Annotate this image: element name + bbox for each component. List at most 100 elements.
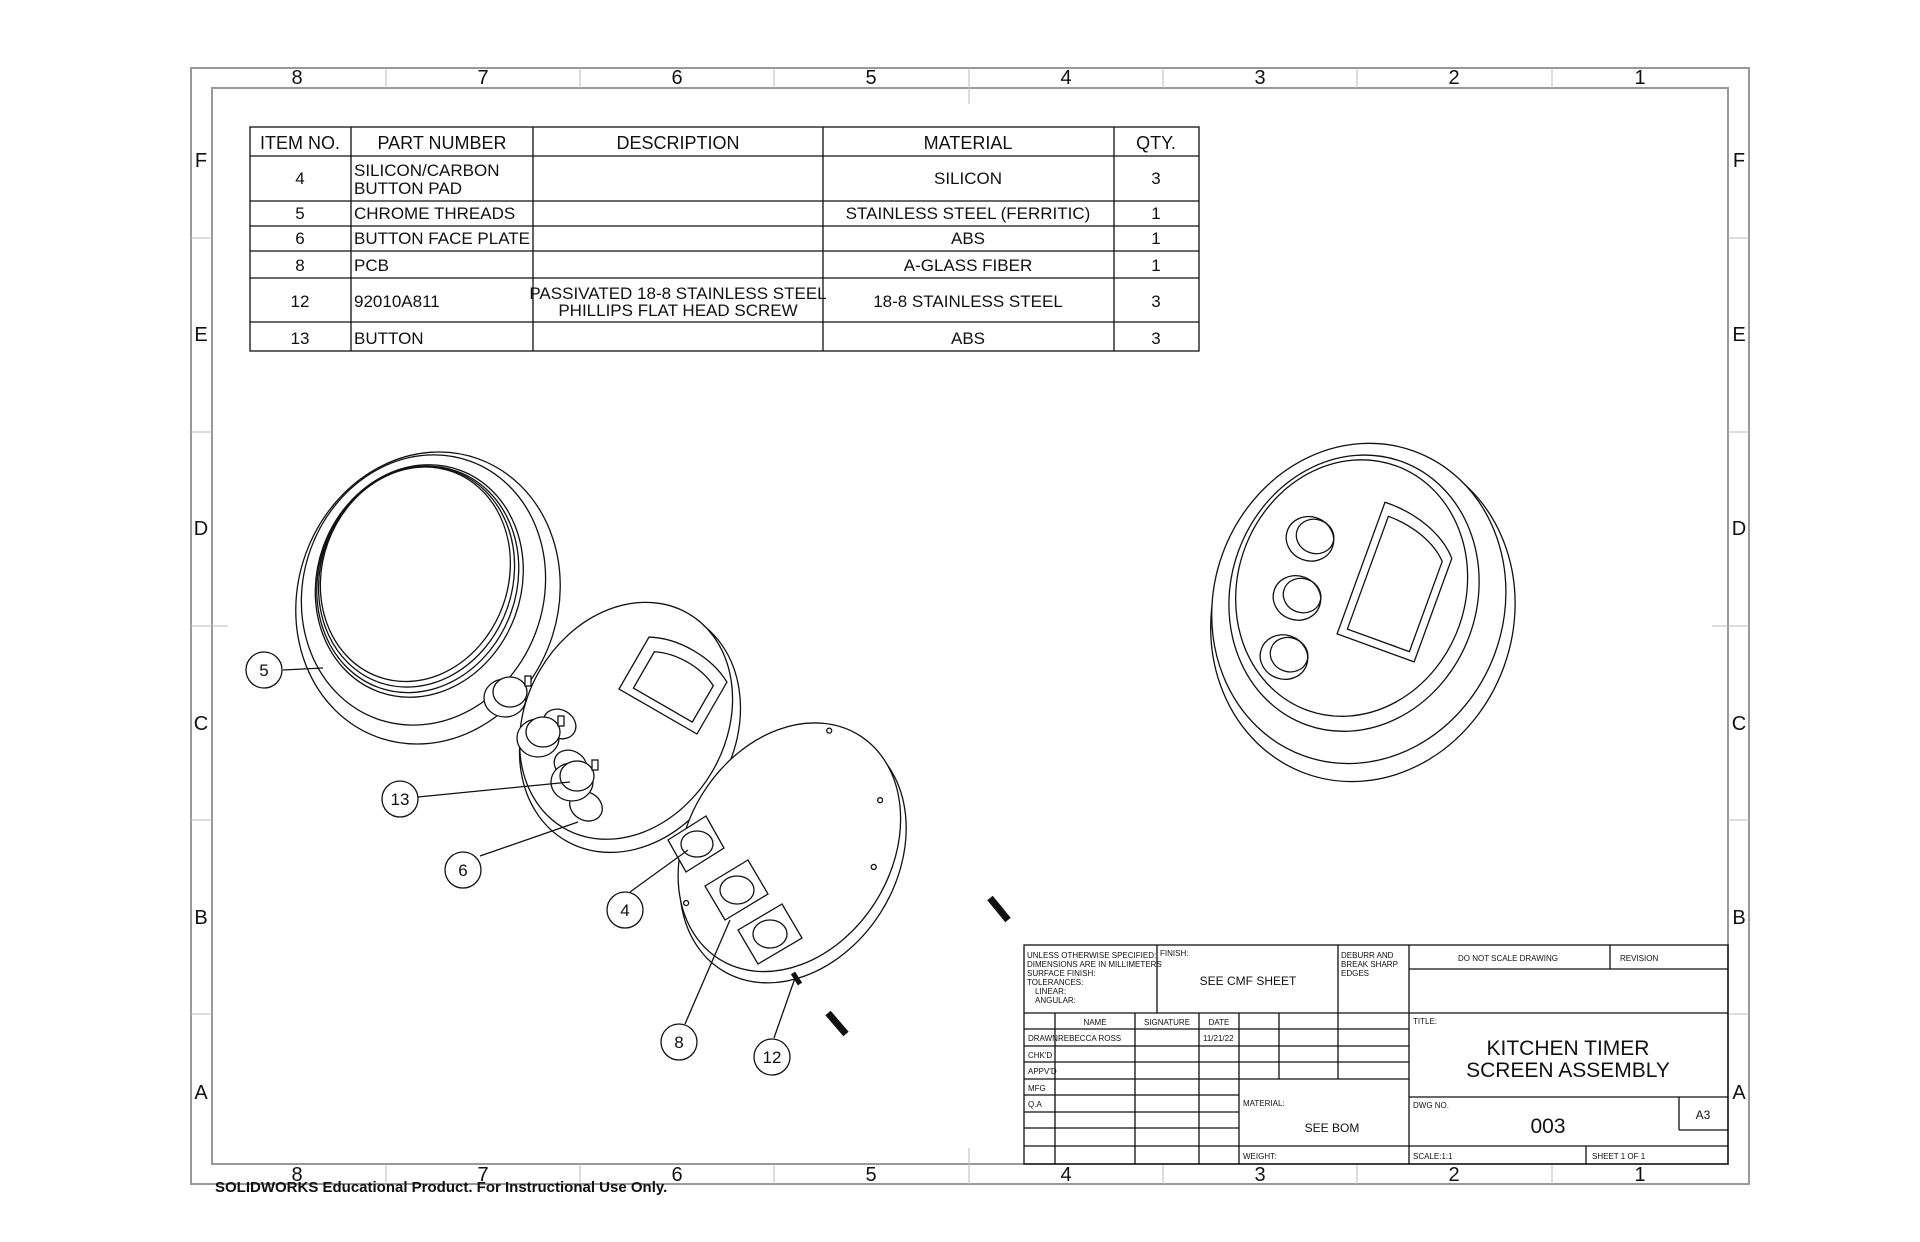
svg-text:6: 6 xyxy=(671,1164,682,1186)
svg-text:3: 3 xyxy=(1151,169,1160,188)
educational-watermark: SOLIDWORKS Educational Product. For Inst… xyxy=(215,1179,667,1196)
svg-text:PCB: PCB xyxy=(354,256,389,275)
svg-text:F: F xyxy=(1733,150,1745,172)
dwg-no-value: 003 xyxy=(1530,1115,1565,1138)
svg-text:ANGULAR:: ANGULAR: xyxy=(1035,996,1076,1005)
svg-text:SILICON: SILICON xyxy=(934,169,1002,188)
deburr-note: DEBURR AND BREAK SHARP EDGES xyxy=(1341,951,1398,978)
svg-text:A: A xyxy=(1732,1082,1746,1104)
sheet-size: A3 xyxy=(1696,1108,1711,1122)
svg-text:18-8 STAINLESS STEEL: 18-8 STAINLESS STEEL xyxy=(873,292,1063,311)
svg-text:8: 8 xyxy=(295,256,304,275)
date-header: DATE xyxy=(1209,1018,1230,1027)
svg-text:PASSIVATED 18-8 STAINLESS STEE: PASSIVATED 18-8 STAINLESS STEEL xyxy=(529,284,826,303)
drawn-by-name: REBECCA ROSS xyxy=(1058,1034,1121,1043)
screw xyxy=(987,895,1011,923)
svg-text:2: 2 xyxy=(1448,67,1459,89)
svg-text:2: 2 xyxy=(1448,1164,1459,1186)
do-not-scale-note: DO NOT SCALE DRAWING xyxy=(1458,954,1558,963)
svg-text:TOLERANCES:: TOLERANCES: xyxy=(1027,978,1083,987)
screw xyxy=(790,971,803,986)
button xyxy=(483,675,532,718)
material-label: MATERIAL: xyxy=(1243,1099,1285,1108)
chrome-threads-ring xyxy=(295,451,561,745)
svg-text:12: 12 xyxy=(763,1048,782,1067)
dwg-no-label: DWG NO. xyxy=(1413,1101,1449,1110)
zone-labels-right: F E D C B A xyxy=(1732,150,1747,1104)
bom-row: 8 PCB A-GLASS FIBER 1 xyxy=(295,256,1160,275)
tolerance-note: UNLESS OTHERWISE SPECIFIED: DIMENSIONS A… xyxy=(1027,951,1162,1005)
zone-labels-left: F E D C B A xyxy=(194,150,209,1104)
svg-text:SILICON/CARBON: SILICON/CARBON xyxy=(354,161,499,180)
svg-text:SURFACE FINISH:: SURFACE FINISH: xyxy=(1027,969,1095,978)
scale-label: SCALE:1:1 xyxy=(1413,1152,1453,1161)
weight-label: WEIGHT: xyxy=(1243,1152,1276,1161)
svg-text:CHK'D: CHK'D xyxy=(1028,1051,1052,1060)
balloon-6: 6 xyxy=(444,851,482,889)
button-pad xyxy=(704,859,769,921)
finish-value: SEE CMF SHEET xyxy=(1200,974,1297,988)
svg-text:DIMENSIONS ARE IN MILLIMETERS: DIMENSIONS ARE IN MILLIMETERS xyxy=(1027,960,1162,969)
svg-text:4: 4 xyxy=(1060,67,1071,89)
svg-text:5: 5 xyxy=(259,661,268,680)
svg-text:5: 5 xyxy=(295,204,304,223)
svg-text:APPV'D: APPV'D xyxy=(1028,1067,1057,1076)
bom-header-part: PART NUMBER xyxy=(377,133,506,153)
svg-text:F: F xyxy=(195,150,207,172)
title-label: TITLE: xyxy=(1413,1017,1437,1026)
svg-text:LINEAR:: LINEAR: xyxy=(1035,987,1066,996)
button xyxy=(1272,575,1322,621)
balloon-5: 5 xyxy=(245,651,283,689)
bom-header-description: DESCRIPTION xyxy=(616,133,739,153)
bom-row: 5 CHROME THREADS STAINLESS STEEL (FERRIT… xyxy=(295,204,1160,223)
svg-text:1: 1 xyxy=(1634,67,1645,89)
svg-text:92010A811: 92010A811 xyxy=(354,292,440,311)
svg-text:ABS: ABS xyxy=(951,229,985,248)
balloon-leaders xyxy=(282,667,796,1039)
svg-text:5: 5 xyxy=(865,67,876,89)
bom-table: ITEM NO. PART NUMBER DESCRIPTION MATERIA… xyxy=(249,126,1200,352)
svg-text:STAINLESS STEEL (FERRITIC): STAINLESS STEEL (FERRITIC) xyxy=(846,204,1091,223)
zone-labels-top: 8 7 6 5 4 3 2 1 xyxy=(291,67,1645,89)
title-block: UNLESS OTHERWISE SPECIFIED: DIMENSIONS A… xyxy=(1023,944,1729,1165)
svg-text:DEBURR AND: DEBURR AND xyxy=(1341,951,1394,960)
balloon-13: 13 xyxy=(381,780,419,818)
svg-text:7: 7 xyxy=(477,1164,488,1186)
svg-text:6: 6 xyxy=(671,67,682,89)
svg-text:BUTTON PAD: BUTTON PAD xyxy=(354,179,462,198)
svg-text:5: 5 xyxy=(865,1164,876,1186)
svg-text:13: 13 xyxy=(391,790,410,809)
svg-text:E: E xyxy=(194,324,207,346)
svg-text:CHROME THREADS: CHROME THREADS xyxy=(354,204,515,223)
svg-text:1: 1 xyxy=(1151,229,1160,248)
svg-text:1: 1 xyxy=(1151,256,1160,275)
zone-labels-bottom: 8 7 6 5 4 3 2 1 xyxy=(291,1164,1645,1186)
sheet-number: SHEET 1 OF 1 xyxy=(1592,1152,1646,1161)
name-header: NAME xyxy=(1083,1018,1106,1027)
svg-text:6: 6 xyxy=(458,861,467,880)
svg-text:8: 8 xyxy=(674,1033,683,1052)
balloon-4: 4 xyxy=(606,891,644,929)
bom-header-qty: QTY. xyxy=(1136,133,1176,153)
button xyxy=(516,715,565,758)
svg-text:12: 12 xyxy=(291,292,310,311)
svg-text:7: 7 xyxy=(477,67,488,89)
bom-row: 4 SILICON/CARBON BUTTON PAD SILICON 3 xyxy=(295,161,1160,198)
bom-row: 13 BUTTON ABS 3 xyxy=(291,329,1161,348)
svg-text:4: 4 xyxy=(620,901,629,920)
screw xyxy=(825,1010,849,1037)
button-pad xyxy=(667,815,725,873)
button xyxy=(550,759,599,802)
balloon-12: 12 xyxy=(753,1038,791,1076)
bom-header-material: MATERIAL xyxy=(924,133,1013,153)
bom-row: 6 BUTTON FACE PLATE ABS 1 xyxy=(295,229,1160,248)
svg-text:6: 6 xyxy=(295,229,304,248)
drawing-frame: 8 7 6 5 4 3 2 1 8 7 6 5 4 3 2 1 F E D C … xyxy=(190,67,1750,1186)
svg-text:BREAK SHARP: BREAK SHARP xyxy=(1341,960,1398,969)
drawing-title-line-1: KITCHEN TIMER xyxy=(1487,1037,1650,1060)
revision-label: REVISION xyxy=(1620,954,1658,963)
svg-text:D: D xyxy=(1732,518,1746,540)
zone-ticks xyxy=(191,68,1749,1184)
svg-text:B: B xyxy=(194,907,207,929)
